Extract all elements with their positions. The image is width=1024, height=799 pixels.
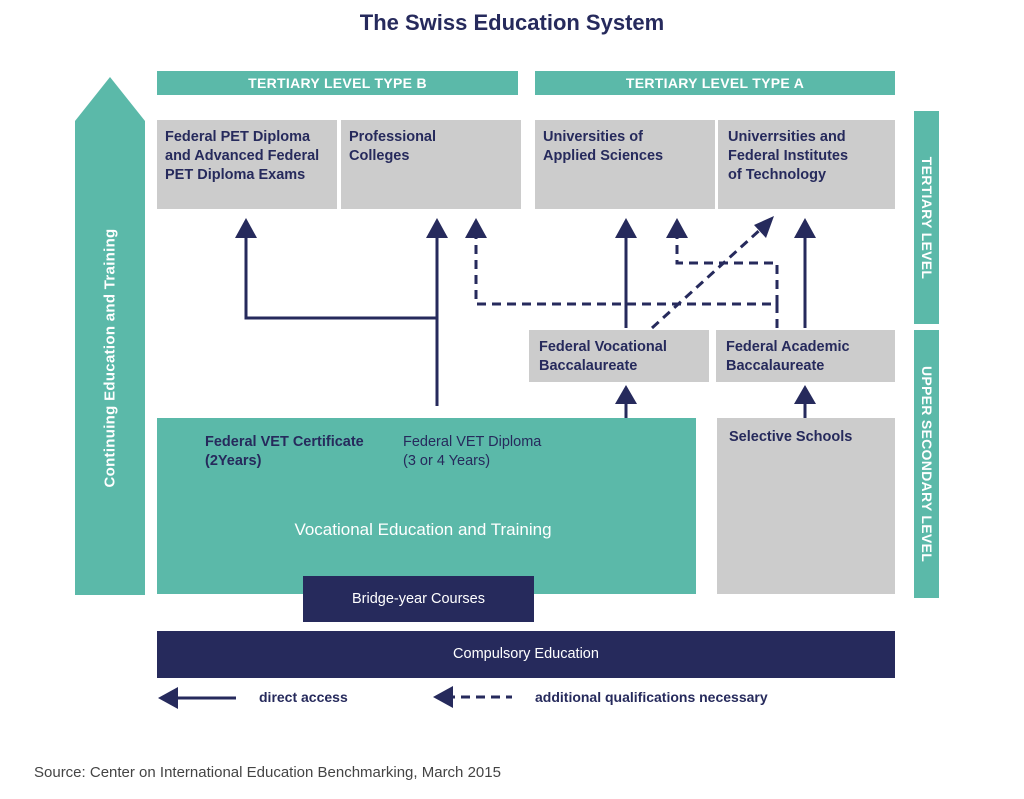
vet-to-pet-line (244, 236, 437, 320)
vocbacc-to-universities-dashed (650, 226, 764, 330)
compulsory-education-bar: Compulsory Education (157, 631, 895, 678)
vet-title: Vocational Education and Training (294, 520, 552, 539)
arrowhead-uas-dashed (666, 218, 688, 238)
arrowhead-universities (794, 218, 816, 238)
upper-secondary-level-band: UPPER SECONDARY LEVEL (914, 330, 939, 598)
arrowhead-vocbacc (615, 385, 637, 404)
legend-additional-label: additional qualifications necessary (535, 689, 768, 705)
vet-block: Federal VET Certificate (2Years) Federal… (157, 418, 696, 594)
tertiary-type-a-band: TERTIARY LEVEL TYPE A (535, 71, 895, 95)
source-note: Source: Center on International Educatio… (34, 764, 501, 781)
bridge-year-courses-box: Bridge-year Courses (303, 576, 534, 622)
acadbacc-to-uas-dashed (675, 236, 779, 304)
vet-certificate-label: Federal VET Certificate (2Years) (205, 434, 364, 469)
arrowhead-professional (426, 218, 448, 238)
universities-applied-sciences-box: Universities of Applied Sciences (535, 120, 715, 209)
legend-direct-label: direct access (259, 689, 348, 705)
academic-baccalaureate-box: Federal Academic Baccalaureate (716, 330, 895, 382)
legend-dashed-arrowhead (433, 686, 453, 708)
universities-technology-box: Univerrsities and Federal Institutes of … (718, 120, 895, 209)
tertiary-type-b-band: TERTIARY LEVEL TYPE B (157, 71, 518, 95)
arrowhead-universities-dashed (754, 216, 774, 238)
pet-diploma-box: Federal PET Diploma and Advanced Federal… (157, 120, 337, 209)
arrowhead-acadbacc (794, 385, 816, 404)
tertiary-level-band: TERTIARY LEVEL (914, 111, 939, 324)
diagram-title: The Swiss Education System (359, 10, 665, 35)
legend-direct-arrowhead (158, 687, 178, 709)
arrowhead-professional-dashed (465, 218, 487, 238)
arrowhead-pet (235, 218, 257, 238)
vet-diploma-label: Federal VET Diploma (3 or 4 Years) (403, 434, 542, 469)
arrowhead-uas (615, 218, 637, 238)
professional-colleges-box: Professional Colleges (341, 120, 521, 209)
selective-schools-box: Selective Schools (717, 418, 895, 594)
vocational-baccalaureate-box: Federal Vocational Baccalaureate (529, 330, 709, 382)
